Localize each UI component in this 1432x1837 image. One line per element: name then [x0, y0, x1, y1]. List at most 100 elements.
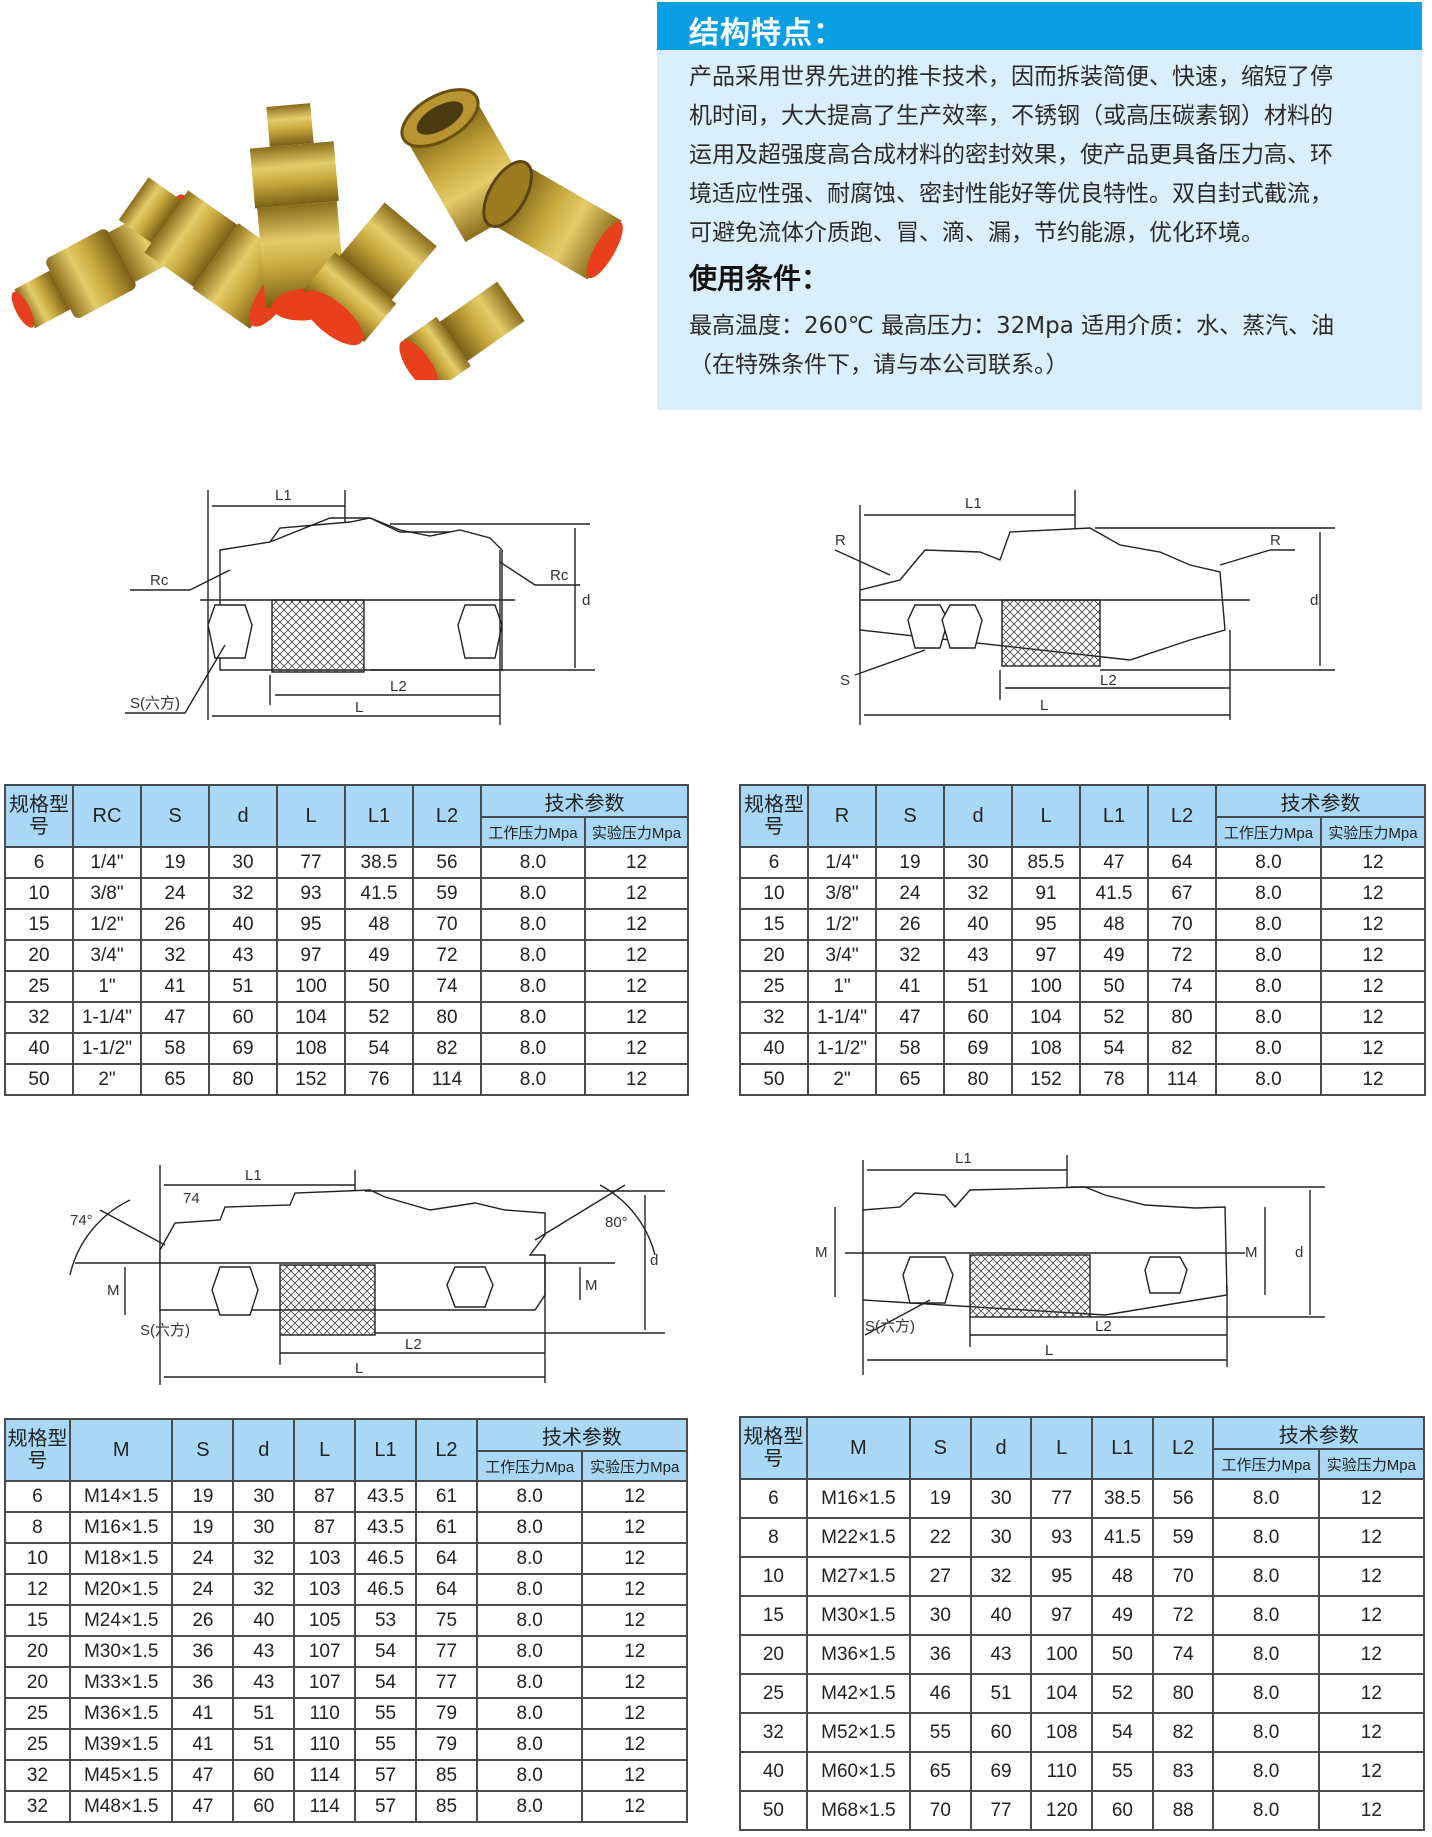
- table-cell: 51: [232, 1728, 296, 1761]
- table-cell: 59: [412, 877, 482, 910]
- header-tech-params: 技术参数: [475, 1418, 689, 1452]
- table-cell: 91: [1011, 877, 1081, 910]
- table-cell: 43: [943, 939, 1013, 972]
- table-cell: 12: [1317, 1673, 1426, 1714]
- table-cell: 8.0: [1212, 1712, 1320, 1753]
- spec-table-m-angled: 规格型号 M S d L L1 L2 技术参数 工作压力Mpa 实验压力Mpa …: [4, 1418, 689, 1823]
- table-cell: 32: [739, 1712, 808, 1753]
- header-model: 规格型号: [4, 784, 74, 848]
- table-cell: 12: [1320, 877, 1426, 910]
- table-cell: 40: [208, 908, 278, 941]
- table-cell: 12: [584, 1032, 689, 1065]
- table-cell: 60: [232, 1759, 296, 1792]
- table-cell: 8.0: [475, 1480, 584, 1513]
- table-cell: 100: [1011, 970, 1081, 1003]
- table-cell: 12: [1317, 1790, 1426, 1831]
- table-cell: 79: [415, 1728, 478, 1761]
- dim-l: L: [355, 699, 363, 716]
- dim-l1: L1: [965, 495, 982, 512]
- table-cell: 8: [739, 1517, 808, 1558]
- spec-table-m: 规格型号 M S d L L1 L2 技术参数 工作压力Mpa 实验压力Mpa …: [739, 1416, 1426, 1831]
- table-cell: 74: [1151, 1634, 1215, 1675]
- table-cell: 24: [171, 1542, 235, 1575]
- table-cell: 27: [908, 1556, 972, 1597]
- table-cell: 8.0: [1212, 1517, 1320, 1558]
- table-cell: 64: [415, 1542, 478, 1575]
- table-cell: 50: [1091, 1634, 1154, 1675]
- table-cell: 152: [276, 1063, 346, 1096]
- table-cell: 120: [1030, 1790, 1094, 1831]
- table-cell: 95: [1030, 1556, 1094, 1597]
- table-cell: 12: [584, 1063, 689, 1096]
- table-cell: 80: [943, 1063, 1013, 1096]
- table-cell: 43.5: [354, 1480, 417, 1513]
- header-l: L: [276, 784, 346, 848]
- table-cell: 93: [1030, 1517, 1094, 1558]
- table-cell: 72: [1147, 939, 1217, 972]
- table-cell: 49: [1091, 1595, 1154, 1636]
- table-cell: 40: [232, 1604, 296, 1637]
- table-cell: 61: [415, 1511, 478, 1544]
- table-cell: 93: [276, 877, 346, 910]
- table-cell: 64: [415, 1573, 478, 1606]
- dim-l1: L1: [245, 1167, 262, 1184]
- table-cell: 85: [415, 1790, 478, 1823]
- table-cell: 8.0: [1212, 1673, 1320, 1714]
- table-cell: 12: [581, 1542, 688, 1575]
- table-cell: 36: [908, 1634, 972, 1675]
- header-l: L: [1011, 784, 1081, 848]
- table-cell: 78: [1079, 1063, 1149, 1096]
- table-cell: 57: [354, 1759, 417, 1792]
- table-cell: 54: [354, 1666, 417, 1699]
- table-cell: 12: [581, 1666, 688, 1699]
- table-cell: 1/2": [807, 908, 877, 941]
- table-cell: 32: [4, 1001, 74, 1034]
- header-s: S: [875, 784, 945, 848]
- table-cell: M48×1.5: [68, 1790, 174, 1823]
- dim-l2: L2: [390, 678, 407, 695]
- table-cell: 88: [1151, 1790, 1215, 1831]
- table-cell: 49: [1079, 939, 1149, 972]
- table-cell: 47: [140, 1001, 210, 1034]
- table-cell: 70: [412, 908, 482, 941]
- table-cell: 46.5: [354, 1542, 417, 1575]
- drawing-m-coupling: L1 L2 L d M M S(六方): [805, 1135, 1360, 1380]
- header-test-pressure: 实验压力Mpa: [584, 816, 689, 848]
- table-cell: 8.0: [1212, 1790, 1320, 1831]
- table-cell: 8.0: [475, 1759, 584, 1792]
- dim-l: L: [355, 1360, 363, 1377]
- table-cell: 12: [1320, 1032, 1426, 1065]
- table-cell: 19: [875, 846, 945, 879]
- table-cell: 20: [4, 939, 74, 972]
- table-cell: 12: [581, 1635, 688, 1668]
- table-cell: 110: [293, 1697, 357, 1730]
- table-cell: 10: [739, 877, 809, 910]
- table-cell: 12: [1320, 939, 1426, 972]
- table-cell: M16×1.5: [68, 1511, 174, 1544]
- features-line: 产品采用世界先进的推卡技术，因而拆装简便、快速，缩短了停: [689, 64, 1333, 90]
- table-cell: 46.5: [354, 1573, 417, 1606]
- table-cell: 8.0: [1215, 1032, 1322, 1065]
- table-cell: 43: [208, 939, 278, 972]
- table-cell: 20: [739, 1634, 808, 1675]
- table-cell: 100: [1030, 1634, 1094, 1675]
- table-cell: 12: [584, 939, 689, 972]
- table-cell: 77: [415, 1635, 478, 1668]
- header-l1: L1: [344, 784, 414, 848]
- table-cell: 30: [969, 1517, 1033, 1558]
- table-cell: 114: [1147, 1063, 1217, 1096]
- spec-table-r: 规格型号 R S d L L1 L2 技术参数 工作压力Mpa 实验压力Mpa …: [739, 784, 1426, 1096]
- table-cell: 72: [1151, 1595, 1215, 1636]
- table-cell: 48: [344, 908, 414, 941]
- table-cell: 95: [1011, 908, 1081, 941]
- table-cell: 12: [1317, 1751, 1426, 1792]
